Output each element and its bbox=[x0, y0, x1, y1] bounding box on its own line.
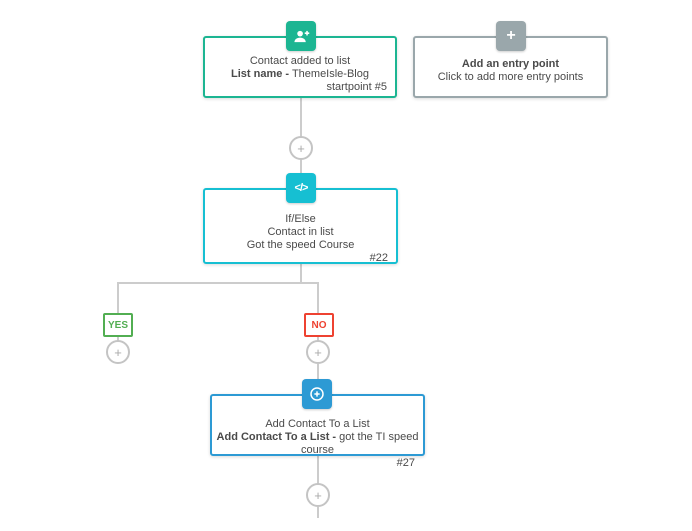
user-plus-icon bbox=[286, 21, 316, 51]
node-id: #22 bbox=[369, 252, 388, 264]
branch-connector-line bbox=[117, 282, 319, 284]
node-text: Add Contact To a List Add Contact To a L… bbox=[212, 418, 423, 470]
branch-label-no: NO bbox=[304, 313, 334, 337]
node-title: If/Else bbox=[285, 213, 316, 225]
connector-line bbox=[117, 337, 119, 342]
connector-line bbox=[317, 337, 319, 342]
node-subtitle: Contact in list bbox=[267, 226, 334, 238]
code-icon: </> bbox=[286, 173, 316, 203]
node-title: Add an entry point bbox=[461, 58, 560, 70]
branch-label-yes: YES bbox=[103, 313, 133, 337]
node-id: #27 bbox=[396, 457, 415, 469]
node-subtitle: Add Contact To a List - got the TI speed… bbox=[216, 431, 419, 456]
add-step-button[interactable]: + bbox=[306, 483, 330, 507]
node-text: Contact added to list List name - ThemeI… bbox=[205, 55, 395, 94]
add-step-button[interactable]: + bbox=[306, 340, 330, 364]
connector-line bbox=[317, 507, 319, 518]
node-subtitle: List name - ThemeIsle-Blog bbox=[231, 68, 369, 80]
node-subtitle: Got the speed Course bbox=[246, 239, 355, 251]
connector-line bbox=[117, 283, 119, 313]
node-text: If/Else Contact in list Got the speed Co… bbox=[205, 213, 396, 265]
connector-line bbox=[317, 456, 319, 484]
node-title: Add Contact To a List bbox=[265, 418, 370, 430]
node-subtitle: Click to add more entry points bbox=[437, 71, 584, 83]
plus-icon: + bbox=[496, 21, 526, 51]
add-step-button[interactable]: + bbox=[289, 136, 313, 160]
connector-line bbox=[300, 264, 302, 283]
plus-circle-icon bbox=[302, 379, 332, 409]
node-id: startpoint #5 bbox=[326, 81, 387, 93]
node-title: Contact added to list bbox=[249, 55, 351, 67]
connector-line bbox=[317, 283, 319, 313]
add-step-button[interactable]: + bbox=[106, 340, 130, 364]
node-text: Add an entry point Click to add more ent… bbox=[415, 58, 606, 84]
